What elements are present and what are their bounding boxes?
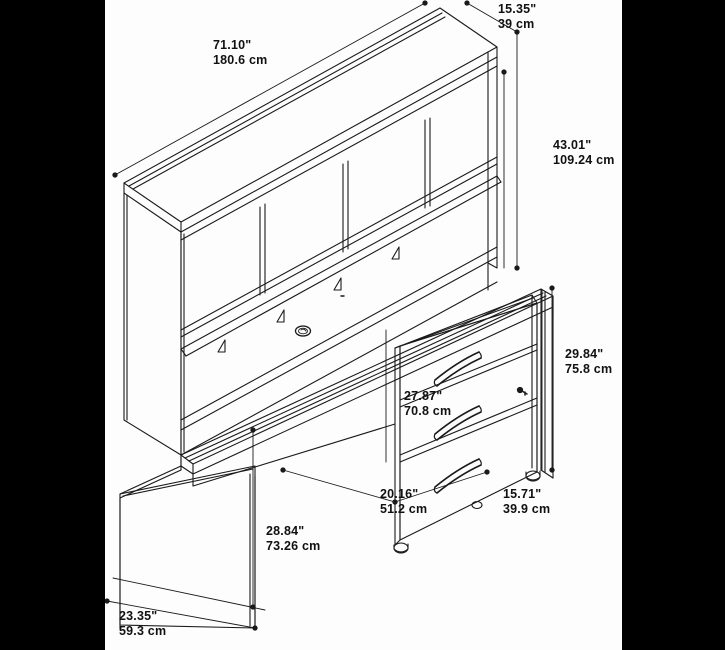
dim-pedestal-offset: 20.16" 51.2 cm: [380, 487, 428, 516]
hutch-body: [123, 7, 502, 456]
dim-desk-depth: 23.35" 59.3 cm: [119, 609, 167, 638]
dimension-lines: [105, 0, 555, 631]
pedestal-lock: [516, 386, 528, 396]
dim-hutch-depth: 15.35" 39 cm: [498, 2, 537, 31]
letterbox-left: [0, 0, 105, 650]
technical-drawing-canvas: 71.10" 180.6 cm 15.35" 39 cm 43.01" 109.…: [105, 0, 622, 650]
dim-desk-height: 29.84" 75.8 cm: [565, 347, 613, 376]
dim-hutch-height: 43.01" 109.24 cm: [553, 138, 615, 167]
desk-underside: [192, 306, 554, 487]
dim-pedestal-depth: 15.71" 39.9 cm: [503, 487, 551, 516]
mobile-pedestal: [393, 294, 541, 554]
dim-hutch-width: 71.10" 180.6 cm: [213, 38, 268, 67]
dim-pedestal-height: 27.87" 70.8 cm: [404, 389, 452, 418]
desk-hutch-linework: [105, 0, 555, 631]
letterbox-right: [622, 0, 725, 650]
desk-worksurface: [119, 288, 554, 630]
dim-leg-panel-height: 28.84" 73.26 cm: [266, 524, 321, 553]
desk-right-support: [540, 288, 554, 479]
